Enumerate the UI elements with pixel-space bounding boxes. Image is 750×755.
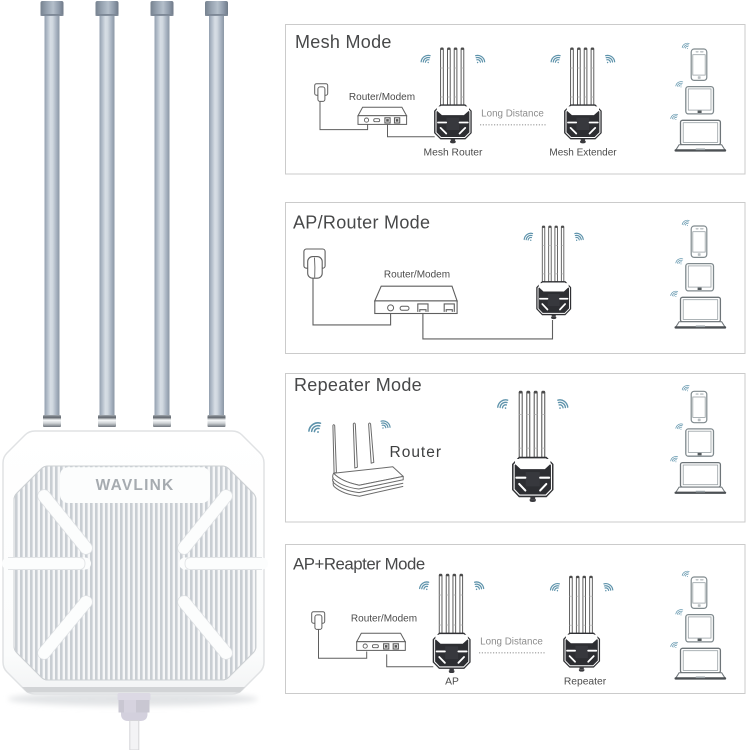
svg-text:Router: Router [390,444,443,461]
svg-text:AP: AP [445,677,459,688]
svg-text:AP/Router Mode: AP/Router Mode [293,213,430,233]
svg-text:Mesh Mode: Mesh Mode [295,32,392,52]
svg-text:Router/Modem: Router/Modem [351,614,417,625]
svg-text:AP+Reapter Mode: AP+Reapter Mode [293,555,425,574]
svg-text:WAVLINK: WAVLINK [96,477,175,494]
svg-text:Router/Modem: Router/Modem [384,270,450,281]
svg-text:Router/Modem: Router/Modem [349,92,415,103]
svg-text:Mesh Extender: Mesh Extender [549,148,617,159]
svg-text:Repeater: Repeater [564,677,607,688]
svg-text:Repeater Mode: Repeater Mode [294,375,422,395]
svg-text:Mesh Router: Mesh Router [424,148,484,159]
